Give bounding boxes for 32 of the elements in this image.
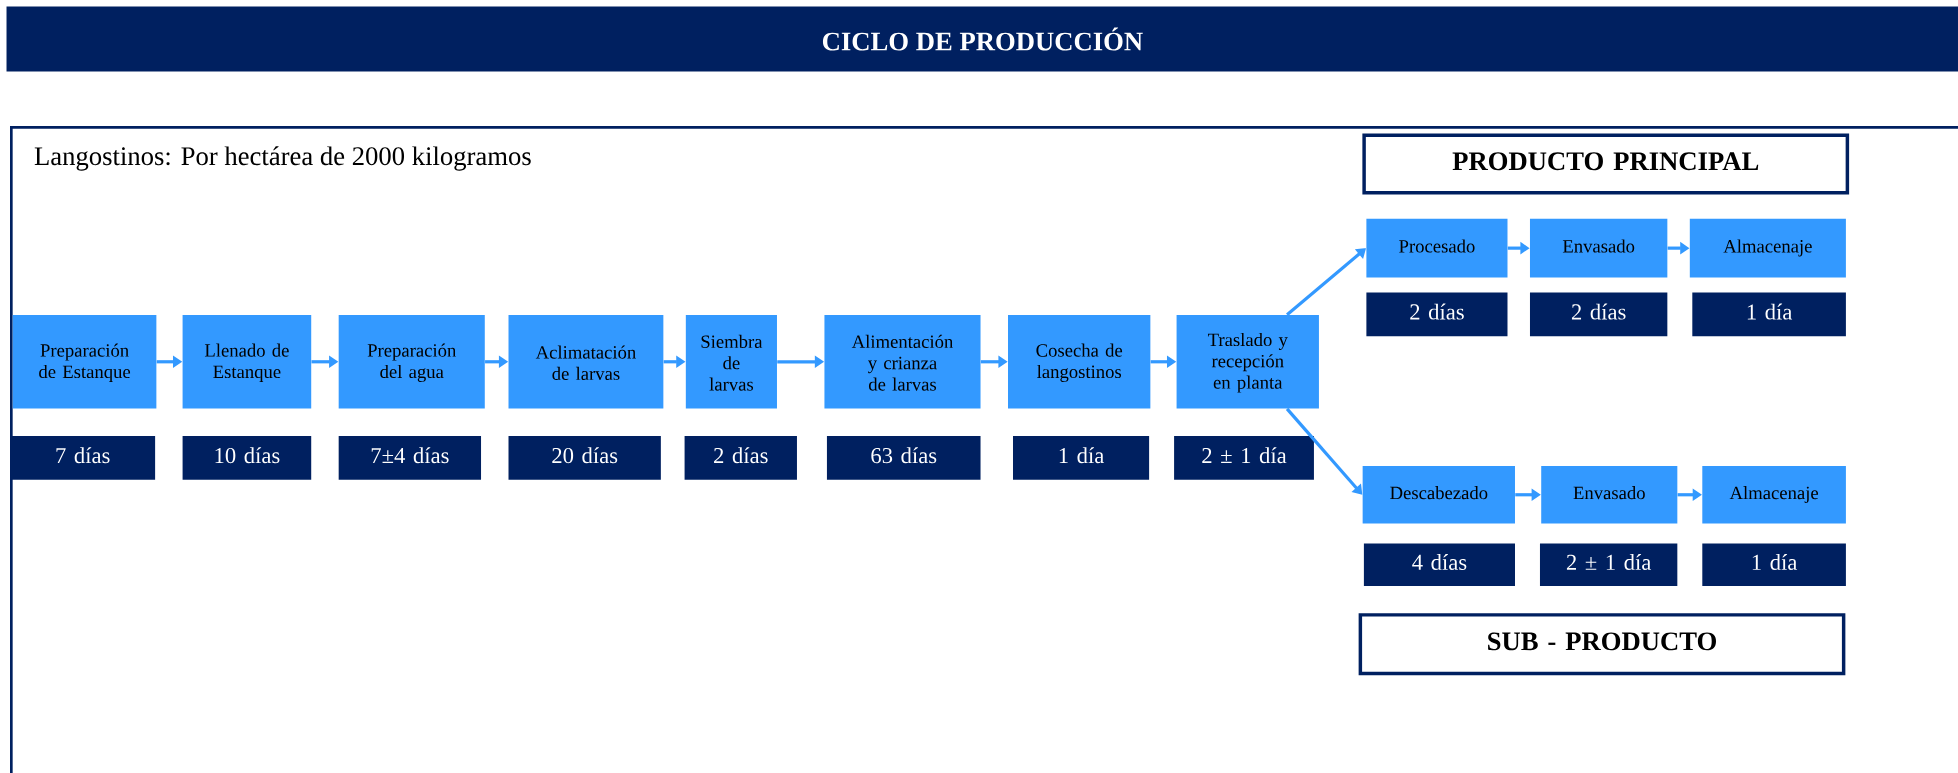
process-box: Envasado [1541,466,1678,524]
process-box: Preparación del agua [338,314,485,409]
duration-box: 2 días [1530,292,1668,337]
title-band: CICLO DE PRODUCCIÓN [6,6,1958,72]
process-box: Alimentación y crianza de larvas [824,314,981,409]
duration-box: 7 días [10,436,156,480]
duration-box: 2 ± 1 día [1539,543,1678,586]
section-header-box: SUB - PRODUCTO [1358,613,1846,676]
duration-box: 2 días [684,436,797,480]
process-box: Aclimatación de larvas [508,314,664,409]
process-box: Descabezado [1362,466,1515,524]
duration-box: 7±4 días [338,436,482,480]
process-box: Traslado y recepción en planta [1176,314,1319,409]
arrow [1285,407,1363,495]
process-box: Envasado [1530,218,1668,278]
duration-box: 2 ± 1 día [1174,436,1314,480]
section-header-box: PRODUCTO PRINCIPAL [1362,133,1850,195]
duration-box: 2 días [1366,292,1508,337]
process-box: Cosecha de langostinos [1008,314,1151,409]
duration-box: 20 días [508,436,661,480]
process-box: Procesado [1366,218,1508,278]
process-box: Llenado de Estanque [182,314,312,409]
process-box: Almacenaje [1689,218,1846,278]
duration-box: 1 día [1702,543,1846,586]
duration-box: 10 días [182,436,312,480]
process-box: Preparación de Estanque [12,314,157,409]
process-box: Siembra de larvas [685,314,777,409]
duration-box: 63 días [826,436,981,480]
duration-box: 1 día [1692,292,1846,337]
duration-box: 4 días [1363,543,1515,586]
process-box: Almacenaje [1702,466,1846,524]
duration-box: 1 día [1013,436,1150,480]
